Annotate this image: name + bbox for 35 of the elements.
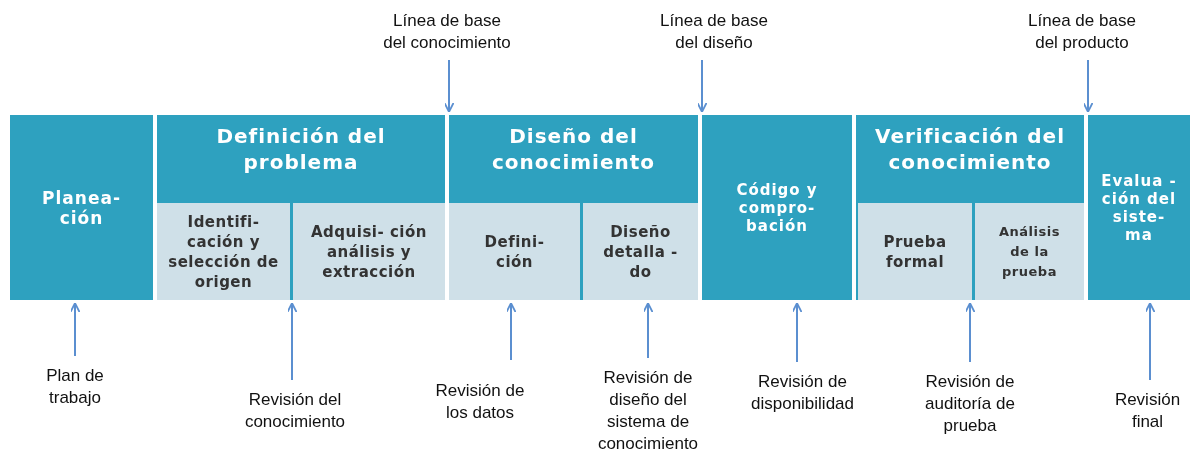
arrow xyxy=(964,302,976,363)
milestone-label: Revisión de disponibilidad xyxy=(735,368,870,418)
phase-title: Definición del problema xyxy=(215,123,387,175)
activity-box: Diseño detalla -do xyxy=(583,203,698,300)
activity-box: Análisis de la prueba xyxy=(975,203,1084,300)
milestone-label: Línea de base del producto xyxy=(1022,8,1142,56)
arrow xyxy=(642,302,654,359)
arrow xyxy=(505,302,517,361)
milestone-label: Revisión de auditoría de prueba xyxy=(905,368,1035,440)
activity-box: Adquisi- ción análisis y extracción xyxy=(293,203,445,300)
activity-box: Defini- ción xyxy=(449,203,580,300)
phase-box: Código y compro- bación xyxy=(702,115,852,300)
activity-box: Prueba formal xyxy=(858,203,972,300)
arrow xyxy=(286,302,298,381)
phase-box xyxy=(856,115,1084,300)
phase-box xyxy=(157,115,445,300)
arrow xyxy=(1082,59,1094,113)
phase-title: Verificación del conocimiento xyxy=(874,123,1066,175)
arrow xyxy=(696,59,708,113)
arrow xyxy=(69,302,81,357)
activity-box: Identifi- cación y selección de origen xyxy=(157,203,290,300)
arrow xyxy=(791,302,803,363)
arrow xyxy=(1144,302,1156,381)
milestone-label: Línea de base del conocimiento xyxy=(381,8,513,56)
phase-box: Planea- ción xyxy=(10,115,153,300)
phase-box: Evalua -ción del siste- ma xyxy=(1088,115,1190,300)
milestone-label: Revisión de diseño del sistema de conocimiento xyxy=(588,364,708,458)
milestone-label: Línea de base del diseño xyxy=(654,8,774,56)
arrow xyxy=(443,59,455,113)
milestone-label: Revisión del conocimiento xyxy=(220,386,370,436)
milestone-label: Revisión final xyxy=(1100,386,1195,436)
milestone-label: Plan de trabajo xyxy=(30,362,120,412)
milestone-label: Revisión de los datos xyxy=(425,366,535,438)
phase-title: Diseño del conocimiento xyxy=(490,123,657,175)
phase-box xyxy=(449,115,698,300)
